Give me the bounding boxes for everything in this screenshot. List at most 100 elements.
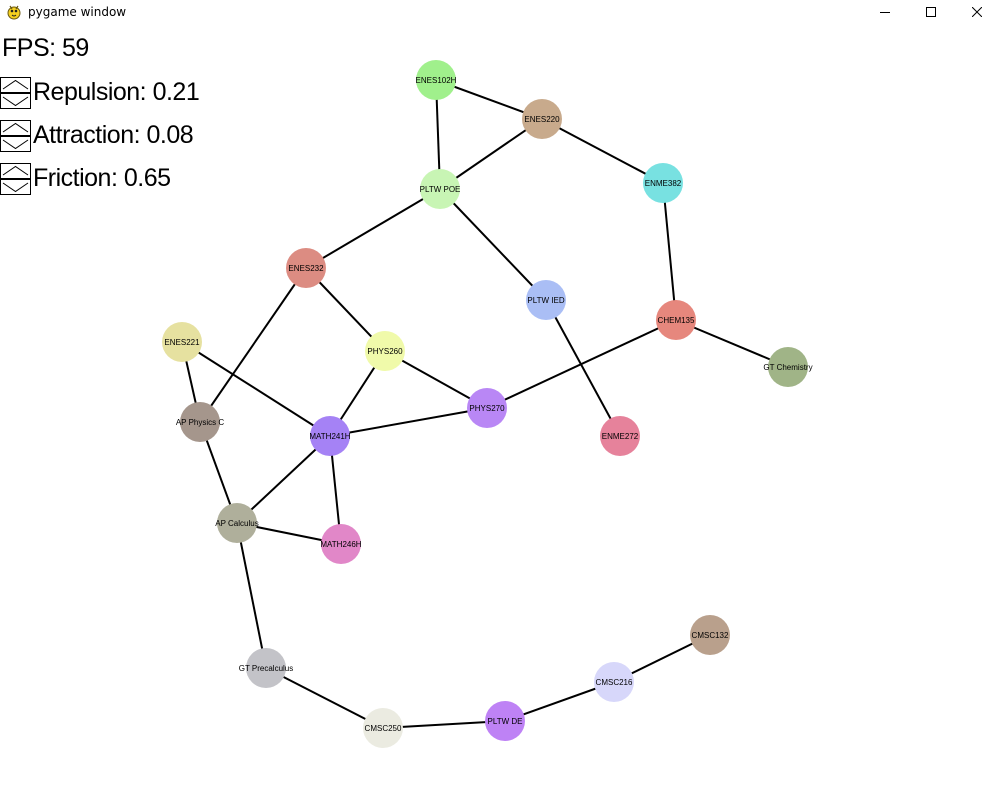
chevron-down-icon [2,182,29,193]
graph-node-label: CMSC132 [692,631,729,640]
friction-stepper [0,163,31,195]
graph-edge [236,522,267,669]
close-icon [972,7,982,17]
close-button[interactable] [954,0,995,24]
attraction-decrease-button[interactable] [0,136,31,152]
graph-node-label: MATH241H [309,432,350,441]
graph-node-circle[interactable] [656,300,696,340]
chevron-up-icon [2,165,29,176]
graph-node-circle[interactable] [286,248,326,288]
graph-node[interactable]: GT Precalculus [239,648,294,688]
graph-edge [675,319,789,368]
chevron-down-icon [2,139,29,150]
graph-node[interactable]: PHYS270 [467,388,507,428]
graph-node-circle[interactable] [467,388,507,428]
graph-node[interactable]: AP Calculus [215,503,259,543]
graph-node-circle[interactable] [321,524,361,564]
graph-node-circle[interactable] [643,163,683,203]
graph-node-circle[interactable] [768,347,808,387]
graph-node[interactable]: CMSC132 [690,615,730,655]
friction-control: Friction: 0.65 [0,163,220,195]
graph-node-circle[interactable] [594,662,634,702]
graph-node-circle[interactable] [420,169,460,209]
repulsion-control: Repulsion: 0.21 [0,77,220,109]
graph-edge [382,720,506,729]
friction-label: Friction: 0.65 [33,164,171,192]
graph-node[interactable]: GT Chemistry [763,347,813,387]
graph-node-circle[interactable] [162,322,202,362]
graph-node-label: GT Precalculus [239,664,294,673]
graph-node-circle[interactable] [526,280,566,320]
graph-node[interactable]: PLTW IED [526,280,566,320]
friction-decrease-button[interactable] [0,179,31,195]
graph-edge [199,267,307,423]
graph-node-circle[interactable] [217,503,257,543]
repulsion-increase-button[interactable] [0,77,31,93]
graph-edge [265,667,384,729]
graph-edge [541,118,664,184]
friction-increase-button[interactable] [0,163,31,179]
minimize-icon [880,12,890,13]
graph-node-circle[interactable] [416,60,456,100]
graph-node[interactable]: ENME272 [600,416,640,456]
graph-edge [486,319,677,409]
chevron-up-icon [2,79,29,90]
graph-node[interactable]: ENES232 [286,248,326,288]
title-bar[interactable]: pygame window [0,0,995,24]
attraction-control: Attraction: 0.08 [0,120,220,152]
graph-node-label: GT Chemistry [763,363,812,372]
graph-node-label: AP Calculus [215,519,258,528]
graph-node[interactable]: MATH241H [309,416,351,456]
graph-node[interactable]: AP Physics C [176,402,225,442]
graph-edge [305,188,441,269]
graph-node-circle[interactable] [363,708,403,748]
graph-node[interactable]: CMSC216 [594,662,634,702]
graph-node-label: PLTW DE [488,717,523,726]
graph-edge [439,188,547,301]
graph-node[interactable]: ENES102H [416,60,457,100]
graph-node-circle[interactable] [522,99,562,139]
minimize-button[interactable] [862,0,908,24]
graph-edge [329,407,488,437]
graph-node-label: CHEM135 [658,316,695,325]
graph-node[interactable]: ENME382 [643,163,683,203]
pygame-snake-icon [7,5,21,20]
graph-node[interactable]: CHEM135 [656,300,696,340]
graph-node[interactable]: ENES221 [162,322,202,362]
graph-node-circle[interactable] [600,416,640,456]
graph-node-label: ENES221 [164,338,200,347]
maximize-icon [926,7,936,17]
graph-edge [181,341,331,437]
graph-node[interactable]: PLTW POE [420,169,461,209]
graph-node-circle[interactable] [310,416,350,456]
graph-node[interactable]: PLTW DE [485,701,525,741]
graph-node-circle[interactable] [180,402,220,442]
graph-edge [439,118,543,190]
graph-node[interactable]: CMSC250 [363,708,403,748]
attraction-increase-button[interactable] [0,120,31,136]
graph-node-circle[interactable] [485,701,525,741]
graph-node-circle[interactable] [246,648,286,688]
chevron-up-icon [2,122,29,133]
graph-node[interactable]: MATH246H [320,524,362,564]
graph-edge [236,435,331,524]
graph-node-label: PHYS260 [367,347,403,356]
repulsion-stepper [0,77,31,109]
attraction-stepper [0,120,31,152]
graph-node[interactable]: PHYS260 [365,331,405,371]
fps-counter: FPS: 59 [2,34,89,62]
chevron-down-icon [2,96,29,107]
graph-edge [662,182,677,321]
graph-node-circle[interactable] [690,615,730,655]
graph-node-circle[interactable] [365,331,405,371]
graph-node-label: MATH246H [320,540,361,549]
graph-node-label: ENES220 [524,115,560,124]
graph-node-label: ENME382 [645,179,682,188]
repulsion-decrease-button[interactable] [0,93,31,109]
window-title: pygame window [28,5,127,19]
graph-node[interactable]: ENES220 [522,99,562,139]
maximize-button[interactable] [908,0,954,24]
